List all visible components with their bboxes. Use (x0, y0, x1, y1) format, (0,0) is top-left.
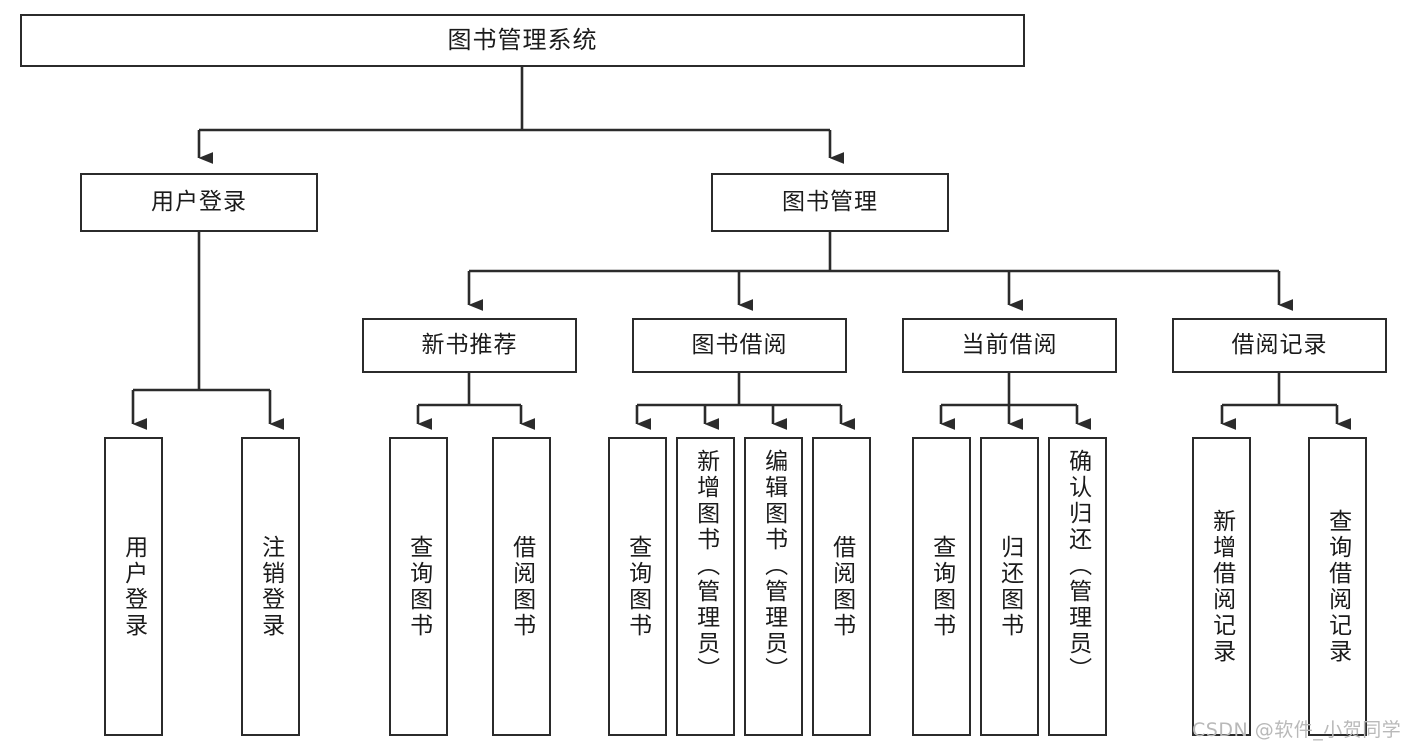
leaf-query-books-borrow[interactable]: 查询图书 (608, 437, 667, 736)
node-book-management[interactable]: 图书管理 (711, 173, 949, 232)
leaf-user-login[interactable]: 用户登录 (104, 437, 163, 736)
node-label: 注销登录 (257, 534, 284, 639)
leaf-query-borrow-record[interactable]: 查询借阅记录 (1308, 437, 1367, 736)
node-book-borrow[interactable]: 图书借阅 (632, 318, 847, 373)
node-label: 图书管理 (782, 188, 878, 215)
node-label: 新书推荐 (421, 331, 518, 358)
leaf-borrow-books-recommend[interactable]: 借阅图书 (492, 437, 551, 736)
leaf-edit-book-admin[interactable]: 编辑图书（管理员） (744, 437, 803, 736)
leaf-logout[interactable]: 注销登录 (241, 437, 300, 736)
node-label: 借阅记录 (1231, 331, 1328, 358)
leaf-query-books-recommend[interactable]: 查询图书 (389, 437, 448, 736)
node-new-book-recommend[interactable]: 新书推荐 (362, 318, 577, 373)
node-label: 当前借阅 (961, 331, 1058, 358)
node-label: 确认归还（管理员） (1064, 449, 1091, 683)
node-label: 用户登录 (120, 534, 147, 639)
node-label: 归还图书 (996, 534, 1023, 639)
leaf-query-books-current[interactable]: 查询图书 (912, 437, 971, 736)
node-label: 新增借阅记录 (1208, 508, 1235, 665)
node-label: 图书管理系统 (447, 26, 598, 55)
node-label: 借阅图书 (828, 534, 855, 639)
node-label: 编辑图书（管理员） (760, 449, 787, 683)
node-label: 查询图书 (928, 534, 955, 639)
leaf-return-books[interactable]: 归还图书 (980, 437, 1039, 736)
node-user-login[interactable]: 用户登录 (80, 173, 318, 232)
node-label: 查询借阅记录 (1324, 508, 1351, 665)
node-label: 查询图书 (624, 534, 651, 639)
node-label: 借阅图书 (508, 534, 535, 639)
node-current-borrow[interactable]: 当前借阅 (902, 318, 1117, 373)
csdn-watermark: CSDN @软件_小贺同学 (1192, 719, 1402, 741)
node-label: 查询图书 (405, 534, 432, 639)
node-borrow-records[interactable]: 借阅记录 (1172, 318, 1387, 373)
node-root-system[interactable]: 图书管理系统 (20, 14, 1025, 67)
node-label: 用户登录 (151, 188, 247, 215)
leaf-confirm-return-admin[interactable]: 确认归还（管理员） (1048, 437, 1107, 736)
leaf-add-book-admin[interactable]: 新增图书（管理员） (676, 437, 735, 736)
leaf-borrow-books[interactable]: 借阅图书 (812, 437, 871, 736)
node-label: 新增图书（管理员） (692, 449, 719, 683)
node-label: 图书借阅 (691, 331, 788, 358)
leaf-add-borrow-record[interactable]: 新增借阅记录 (1192, 437, 1251, 736)
